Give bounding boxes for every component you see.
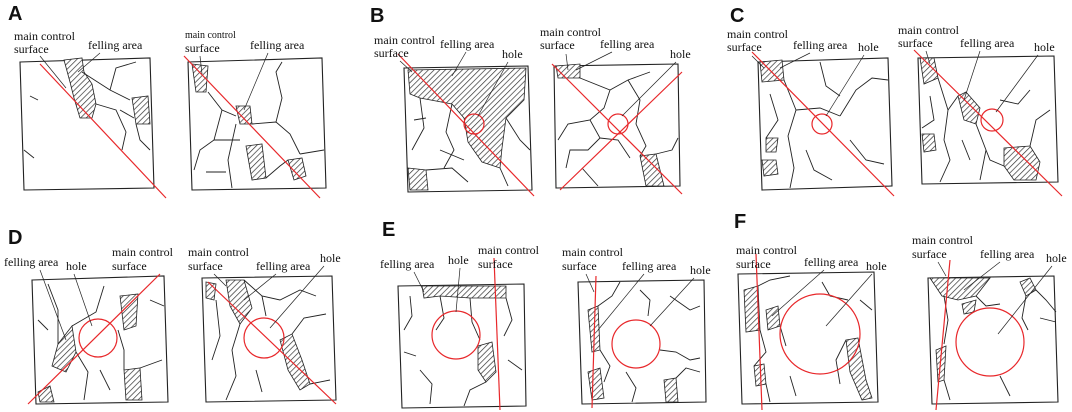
specimen-e-right: main control surface felling area hole	[562, 245, 711, 409]
specimen-a-left: main control surface felling area	[14, 29, 167, 199]
hole-label: hole	[320, 251, 341, 265]
specimen-b-left: main control surface felling area hole	[374, 33, 535, 197]
main-control-line	[27, 273, 161, 405]
panel-letter-f: F	[734, 211, 746, 233]
felling-area-label: felling area	[622, 259, 677, 273]
hole-circle	[611, 319, 661, 369]
panel-e: E felling area hole main control surface	[380, 219, 711, 411]
main-control-line	[183, 55, 321, 199]
main-control-line	[755, 253, 763, 411]
control-label: main control surface	[912, 233, 976, 261]
main-control-line	[935, 259, 951, 411]
main-control-line	[207, 281, 337, 405]
secondary-line	[559, 71, 683, 191]
hole-circle	[607, 113, 629, 135]
control-label: main control surface	[112, 245, 176, 273]
hole-circle	[955, 307, 1025, 377]
specimen-c-left: main control surface felling area hole	[727, 27, 895, 197]
hole-label: hole	[66, 259, 87, 273]
control-label: main control surface	[374, 33, 438, 60]
main-control-line	[493, 257, 501, 411]
panel-letter-d: D	[8, 227, 22, 249]
control-label: main control surface	[898, 23, 962, 50]
panel-letter-e: E	[382, 219, 395, 241]
panel-letter-a: A	[8, 3, 22, 25]
hole-label: hole	[1046, 251, 1067, 265]
main-control-line	[591, 275, 597, 409]
control-label: main control surface	[478, 243, 542, 271]
control-label: main control surface	[562, 245, 626, 273]
hole-label: hole	[866, 259, 887, 273]
felling-area-label: felling area	[256, 259, 311, 273]
main-control-line	[39, 63, 167, 199]
hole-circle	[980, 108, 1004, 132]
control-label: main control surface	[14, 29, 78, 56]
hole-label: hole	[670, 47, 691, 61]
hole-label: hole	[1034, 40, 1055, 54]
panel-c: C main control surface felling area hole	[727, 5, 1063, 197]
hole-label: hole	[690, 263, 711, 277]
control-label: main control surface	[188, 245, 252, 273]
hole-label: hole	[448, 253, 469, 267]
specimen-f-right: main control surface felling area hole	[912, 233, 1067, 411]
felling-area-label: felling area	[980, 247, 1035, 261]
felling-area-label: felling area	[440, 37, 495, 51]
specimen-f-left: main control surface felling area hole	[736, 243, 887, 411]
panel-f: F main control surface felling area	[734, 211, 1067, 411]
specimen-a-right: main control surface felling area	[183, 30, 327, 199]
specimen-d-right: main control surface felling area hole	[188, 245, 341, 405]
specimen-e-left: felling area hole main control surface	[380, 243, 542, 411]
felling-area-label: felling area	[804, 255, 859, 269]
panel-letter-b: B	[370, 5, 384, 27]
specimen-c-right: main control surface felling area hole	[898, 23, 1063, 197]
hole-circle	[779, 293, 861, 375]
felling-area-label: felling area	[88, 38, 143, 52]
panel-b: B main control surface felling area hole	[370, 5, 691, 197]
specimen-b-right: main control surface felling area hole	[540, 25, 691, 195]
main-control-line	[913, 49, 1063, 197]
felling-area-label: felling area	[600, 37, 655, 51]
hole-label: hole	[502, 47, 523, 61]
control-label: main control surface	[185, 30, 238, 55]
panel-d: D felling area hole main control su	[4, 227, 341, 405]
hole-circle	[243, 317, 285, 359]
panel-a: A main control surface felling area	[8, 3, 327, 199]
hole-circle	[431, 310, 481, 360]
hole-circle	[811, 113, 833, 135]
panel-letter-c: C	[730, 5, 744, 27]
felling-area-label: felling area	[380, 257, 435, 271]
main-control-line	[397, 53, 535, 197]
hole-circle	[463, 113, 485, 135]
felling-area-label: felling area	[960, 36, 1015, 50]
felling-area-label: felling area	[250, 38, 305, 52]
felling-area-label: felling area	[793, 38, 848, 52]
main-control-line	[751, 51, 895, 197]
control-label: main control surface	[727, 27, 791, 54]
specimen-d-left: felling area hole main control surface	[4, 245, 176, 405]
felling-area-label: felling area	[4, 255, 59, 269]
control-label: main control surface	[540, 25, 604, 52]
main-control-line	[551, 63, 683, 195]
control-label: main control surface	[736, 243, 800, 271]
hole-label: hole	[858, 40, 879, 54]
hole-circle	[78, 318, 118, 358]
